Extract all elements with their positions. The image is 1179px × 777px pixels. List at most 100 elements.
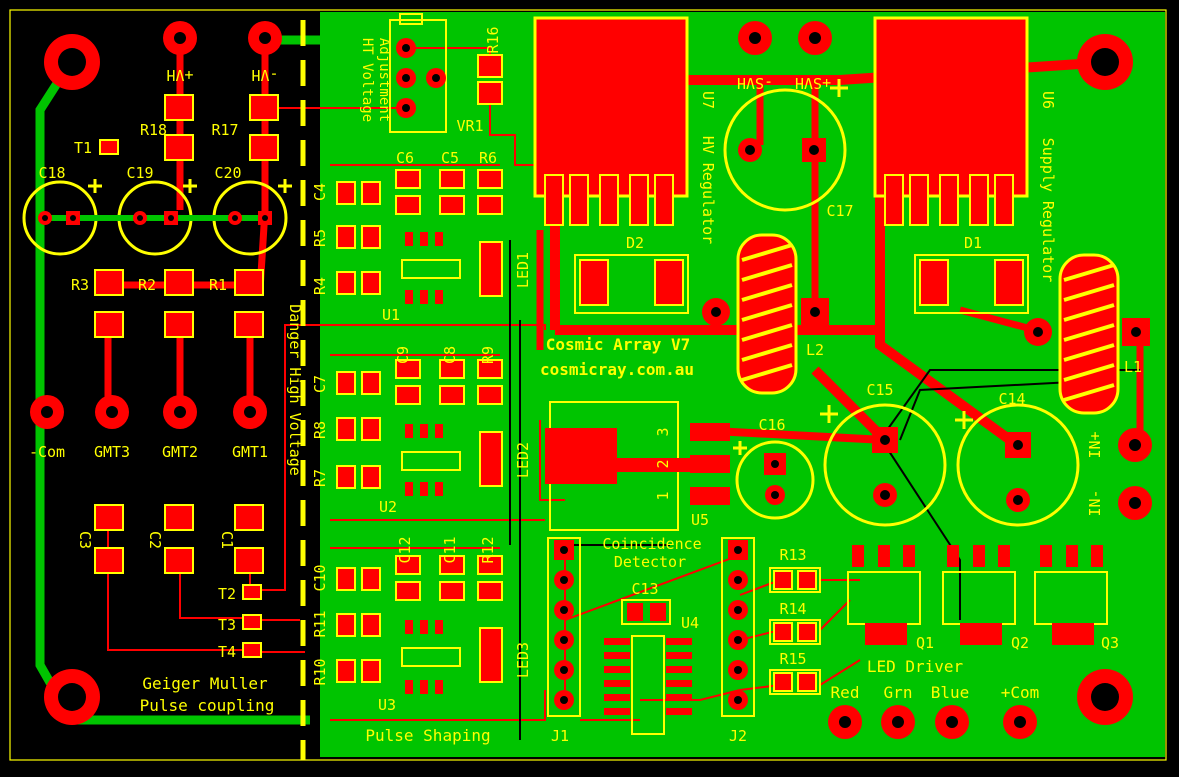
label-red: Red: [831, 683, 860, 702]
vr1-trimmer: [389, 13, 503, 133]
label-coincidence-line1: Coincidence: [602, 535, 701, 553]
board-url: cosmicray.com.au: [540, 360, 694, 379]
mounting-holes: [44, 34, 1133, 725]
label-c5: C5: [441, 149, 459, 167]
label-supply-regulator: Supply Regulator: [1039, 138, 1057, 283]
label-r15: R15: [779, 650, 806, 668]
label-in-plus: IN+: [1086, 431, 1104, 458]
label-u6: U6: [1039, 91, 1057, 109]
label-c11: C11: [441, 536, 459, 563]
label-shv-plus: +SVH: [795, 74, 831, 92]
label-r6: R6: [479, 149, 497, 167]
label-t3: T3: [218, 616, 236, 634]
label-l2: L2: [806, 341, 824, 359]
u5-regulator: [545, 401, 730, 531]
silkscreen-labels: +VH -VH R18 R17 T1 C18 C19 C20 R3 R2 R1 …: [29, 26, 1142, 745]
label-j2: J2: [729, 727, 747, 745]
label-c9: C9: [394, 346, 412, 364]
label-c18: C18: [38, 164, 65, 182]
label-in-minus: IN-: [1086, 489, 1104, 516]
label-d2: D2: [626, 234, 644, 252]
label-r3: R3: [71, 276, 89, 294]
label-hv-plus: +VH: [166, 66, 193, 84]
label-pulse-shaping: Pulse Shaping: [365, 726, 490, 745]
label-r11: R11: [311, 610, 329, 637]
label-t2: T2: [218, 585, 236, 603]
label-r14: R14: [779, 600, 806, 618]
cap-pads: [738, 138, 1031, 512]
label-c12: C12: [396, 536, 414, 563]
label-gmt1: GMT1: [232, 443, 268, 461]
label-led3: LED3: [514, 642, 532, 678]
label-hv-regulator: HV Regulator: [699, 136, 717, 244]
transistors: [847, 545, 1108, 645]
label-r7: R7: [311, 469, 329, 487]
board-outline: [9, 9, 1167, 761]
inductors: [702, 233, 1150, 415]
pulse-shaping-channels: [336, 169, 503, 683]
label-c17: C17: [826, 202, 853, 220]
board-title: Cosmic Array V7: [546, 335, 691, 354]
label-r17: R17: [211, 121, 238, 139]
label-r10: R10: [311, 658, 329, 685]
label-u4: U4: [681, 614, 699, 632]
regulators: [533, 16, 1029, 226]
label-pin1: 1: [654, 491, 672, 500]
ic-chip-pads: [405, 232, 443, 694]
connectors: [547, 537, 755, 717]
label-com-plus: +Com: [1001, 683, 1040, 702]
label-c3: C3: [76, 531, 94, 549]
diodes: [574, 254, 1029, 314]
label-u2: U2: [379, 498, 397, 516]
label-led2: LED2: [514, 442, 532, 478]
label-blue: Blue: [931, 683, 970, 702]
label-r18: R18: [140, 121, 167, 139]
label-u1: U1: [382, 306, 400, 324]
round-pads: [30, 21, 1152, 739]
label-c19: C19: [126, 164, 153, 182]
label-q1: Q1: [916, 634, 934, 652]
label-geiger-line1: Geiger Muller: [142, 674, 268, 693]
label-shv-minus: -SVH: [737, 74, 773, 92]
label-c13: C13: [631, 580, 658, 598]
label-c7: C7: [311, 375, 329, 393]
label-pin3: 3: [654, 427, 672, 436]
label-ht-line1: HT Voltage: [359, 38, 375, 122]
label-r13: R13: [779, 546, 806, 564]
label-u3: U3: [378, 696, 396, 714]
label-hv-minus: -VH: [251, 66, 278, 84]
label-t4: T4: [218, 643, 236, 661]
label-c15: C15: [866, 381, 893, 399]
label-l1: L1: [1124, 358, 1142, 376]
label-d1: D1: [964, 234, 982, 252]
label-r12: R12: [479, 536, 497, 563]
label-vr1: VR1: [456, 117, 483, 135]
label-pin2: 2: [654, 459, 672, 468]
label-led-driver: LED Driver: [867, 657, 964, 676]
label-c10: C10: [311, 564, 329, 591]
label-r4: R4: [311, 277, 329, 295]
label-c1: C1: [218, 531, 236, 549]
label-grn: Grn: [884, 683, 913, 702]
electrolytic-capacitors: [88, 79, 1080, 527]
label-t1: T1: [74, 139, 92, 157]
label-j1: J1: [551, 727, 569, 745]
hv-smd-pads: [94, 94, 279, 658]
label-c20: C20: [214, 164, 241, 182]
label-r9: R9: [479, 346, 497, 364]
label-r5: R5: [311, 229, 329, 247]
label-u7: U7: [699, 91, 717, 109]
label-c16: C16: [758, 416, 785, 434]
label-r2: R2: [138, 276, 156, 294]
label-coincidence-line2: Detector: [614, 553, 686, 571]
label-c4: C4: [311, 183, 329, 201]
label-c14: C14: [998, 390, 1025, 408]
label-com: -Com: [29, 443, 65, 461]
led-resistors: [769, 567, 821, 695]
label-gmt2: GMT2: [162, 443, 198, 461]
label-r16: R16: [484, 26, 502, 53]
label-led1: LED1: [514, 252, 532, 288]
label-q3: Q3: [1101, 634, 1119, 652]
bottom-traces: [509, 240, 1140, 740]
